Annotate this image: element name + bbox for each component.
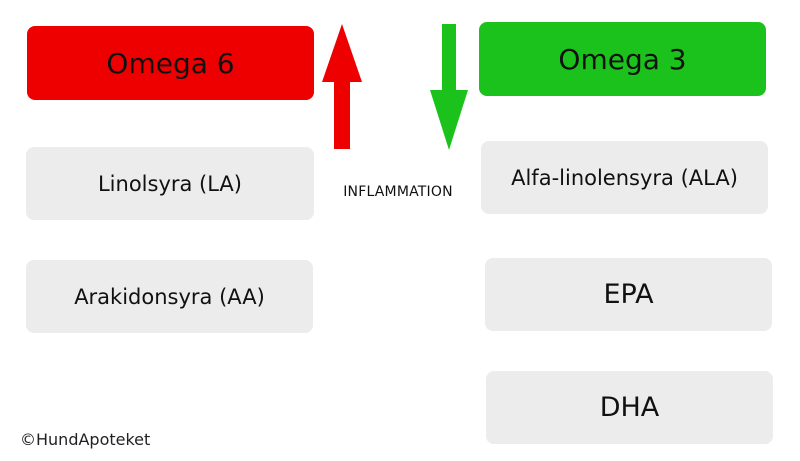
arrow-down-shape [430,24,468,150]
omega6-item-la: Linolsyra (LA) [26,147,314,220]
copyright-text: ©HundApoteket [20,430,151,449]
omega3-item-dha: DHA [486,371,773,444]
omega3-item-ala: Alfa-linolensyra (ALA) [481,141,768,214]
arrow-up-icon [322,24,362,149]
omega6-item-aa: Arakidonsyra (AA) [26,260,313,333]
omega3-header: Omega 3 [479,22,766,96]
omega6-header: Omega 6 [27,26,314,100]
arrow-down-icon [430,24,468,150]
inflammation-label: INFLAMMATION [343,184,453,200]
omega3-item-epa: EPA [485,258,772,331]
arrow-up-shape [322,24,362,149]
